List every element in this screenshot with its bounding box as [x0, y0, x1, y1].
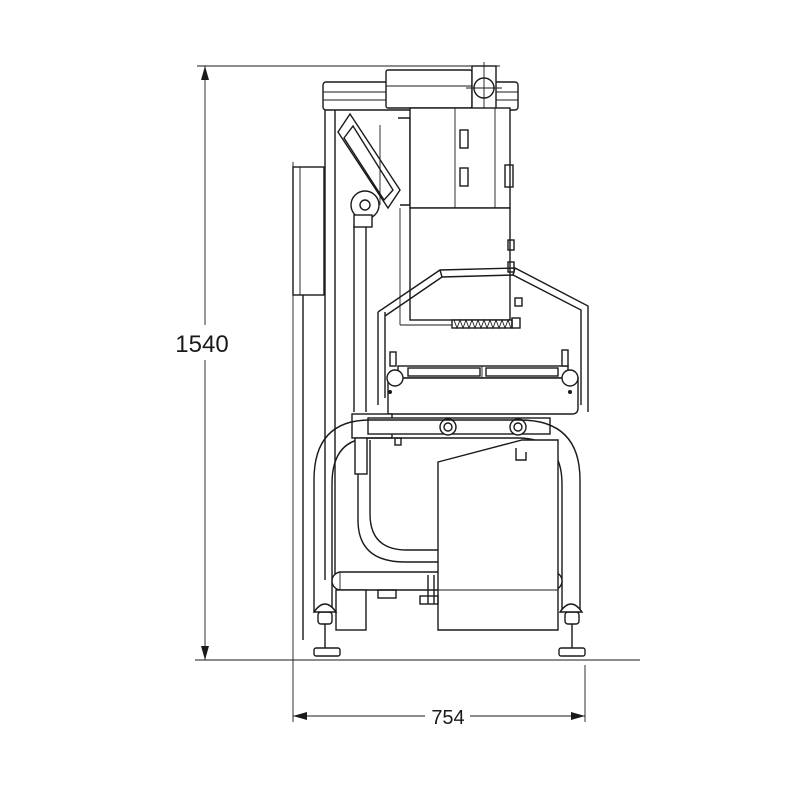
display-arm	[337, 112, 411, 228]
center-post	[377, 575, 439, 605]
support-bar	[351, 413, 551, 446]
leg-right	[558, 603, 586, 657]
leg-left	[312, 589, 367, 657]
upper-housing	[409, 107, 514, 209]
width-dimension: 754	[292, 162, 586, 729]
conveyor	[386, 349, 579, 415]
cabinet	[437, 439, 559, 631]
weigh-block	[399, 207, 523, 330]
height-dimension-value: 1540	[175, 331, 228, 358]
vertical-column	[324, 108, 367, 580]
cable-hose	[354, 437, 438, 563]
height-dimension: 1540	[175, 65, 500, 660]
top-frame-bar	[322, 62, 519, 124]
rear-panel	[292, 166, 325, 640]
width-dimension-value: 754	[431, 707, 464, 729]
guard-hoop	[377, 267, 589, 412]
